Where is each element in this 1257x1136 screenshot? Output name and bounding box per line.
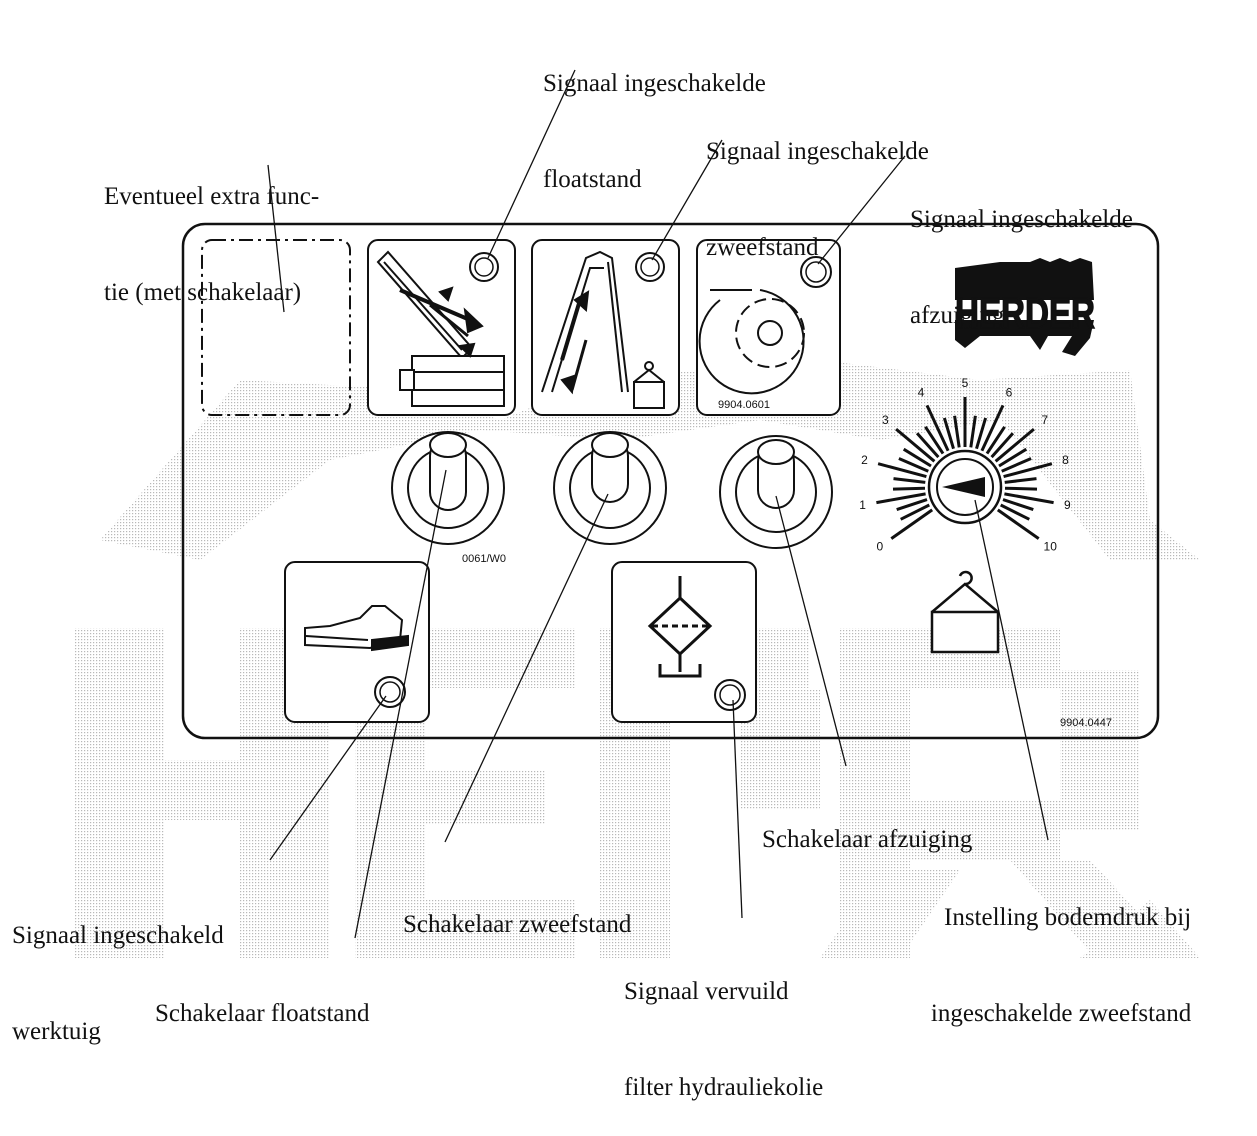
dial-number: 2 — [861, 453, 868, 467]
dial-tick — [980, 404, 1005, 452]
dial-tick — [895, 427, 936, 463]
dial-number: 4 — [918, 386, 925, 400]
dial-tick — [896, 498, 928, 512]
callout-line: ingeschakelde zweefstand — [930, 1000, 1192, 1027]
dial-tick — [924, 425, 945, 455]
dial-number: 7 — [1041, 413, 1048, 427]
dial-number: 3 — [882, 413, 889, 427]
callout-line: Signaal vervuild — [624, 978, 789, 1005]
dial-number: 10 — [1044, 540, 1058, 554]
control-panel-diagram: 9904.0601 HERDER 0061/W0 0 1 2 3 4 5 6 7 8 9 10 — [75, 69, 1200, 958]
dial-tick — [925, 404, 950, 452]
dial-tick — [994, 427, 1035, 463]
dial-tick — [915, 432, 940, 459]
callout-line: Eventueel extra func- — [104, 183, 320, 210]
dial-tick — [902, 447, 932, 468]
dial-number: 6 — [1006, 386, 1013, 400]
callout-extra-function: Eventueel extra func- tie (met schakelaa… — [104, 117, 319, 341]
callout-line: tie (met schakelaar) — [104, 279, 302, 306]
dial-tick — [876, 492, 926, 505]
dial-tick — [1002, 498, 1034, 512]
dial-tick — [942, 417, 955, 450]
herder-logo: HERDER — [954, 258, 1096, 356]
dial-number: 5 — [962, 376, 969, 390]
callout-line: zweefstand — [706, 234, 819, 261]
dial-number: 9 — [1064, 498, 1071, 512]
hover-toggle-switch[interactable] — [553, 431, 667, 545]
callout-line: afzuiging — [910, 302, 1005, 329]
dial-tick — [1004, 477, 1037, 484]
dial-tick — [892, 486, 926, 491]
pressure-dial-scale — [876, 397, 1054, 540]
dial-tick — [1004, 492, 1054, 505]
suction-indicator-panel: 9904.0601 — [696, 239, 841, 416]
tool-indicator-panel — [284, 561, 430, 723]
toggle-code: 0061/W0 — [462, 553, 506, 565]
pressure-dial-numbers: 0 1 2 3 4 5 6 7 8 9 10 — [859, 376, 1071, 554]
pressure-dial-knob[interactable] — [927, 449, 1003, 525]
callout-line: Schakelaar floatstand — [155, 1000, 370, 1027]
callout-float-switch: Schakelaar floatstand — [155, 934, 370, 1062]
dial-tick — [985, 425, 1006, 455]
dial-tick — [893, 477, 926, 484]
callout-suction-switch: Schakelaar afzuiging — [762, 760, 972, 888]
dial-tick — [1004, 486, 1038, 491]
dial-number: 1 — [859, 498, 866, 512]
float-toggle-switch[interactable] — [391, 431, 505, 545]
dial-number: 0 — [876, 540, 883, 554]
weight-icon — [930, 570, 1000, 654]
dial-tick — [900, 503, 930, 521]
callout-suction-signal: Signaal ingeschakelde afzuiging — [910, 140, 1133, 364]
suction-toggle-switch[interactable] — [719, 435, 833, 549]
dial-tick — [877, 462, 927, 479]
boom-hover-icon — [541, 250, 665, 409]
shoe-tool-icon — [304, 605, 409, 652]
callout-line: Signaal ingeschakelde — [543, 70, 766, 97]
suction-plate-code: 9904.0601 — [718, 399, 770, 411]
boom-float-icon — [376, 250, 505, 407]
filter-indicator-panel — [611, 561, 757, 723]
float-signal-lamp — [469, 252, 499, 282]
callout-line: floatstand — [543, 166, 642, 193]
float-indicator-panel — [367, 239, 516, 416]
callout-float-signal: Signaal ingeschakelde floatstand — [543, 4, 766, 228]
dial-number: 8 — [1062, 453, 1069, 467]
hover-indicator-panel — [531, 239, 680, 416]
dial-tick — [1000, 503, 1030, 521]
suction-fan-icon — [698, 289, 805, 395]
callout-line: Schakelaar afzuiging — [762, 826, 973, 853]
callout-line: Signaal ingeschakelde — [706, 138, 929, 165]
panel-outline — [181, 222, 1160, 740]
callout-ground-pressure: Instelling bodemdruk bij ingeschakelde z… — [930, 838, 1191, 1062]
callout-hover-signal: Signaal ingeschakelde zweefstand — [706, 72, 929, 296]
panel-code: 9904.0447 — [1060, 717, 1112, 729]
callout-filter-signal: Signaal vervuild filter hydrauliekolie — [624, 912, 823, 1136]
callout-leader-lines — [267, 69, 1049, 939]
callout-line: Instelling bodemdruk bij — [944, 904, 1192, 931]
dial-tick — [996, 508, 1040, 540]
callout-hover-switch: Schakelaar zweefstand — [403, 845, 631, 973]
dial-tick — [998, 447, 1028, 468]
dial-tick — [890, 508, 934, 540]
callout-line: Signaal ingeschakelde — [910, 206, 1133, 233]
dial-tick — [953, 415, 961, 448]
dial-tick — [1001, 457, 1032, 473]
hover-signal-lamp — [635, 252, 665, 282]
dial-tick — [990, 432, 1015, 459]
dial-tick — [898, 457, 929, 473]
dial-tick — [975, 417, 988, 450]
hydraulic-filter-icon — [647, 576, 713, 678]
svg-text:HERDER: HERDER — [955, 289, 1095, 338]
callout-line: Schakelaar zweefstand — [403, 911, 632, 938]
dial-tick — [969, 415, 977, 448]
dial-tick — [1003, 462, 1053, 479]
callout-line: filter hydrauliekolie — [624, 1074, 824, 1101]
callout-line: Signaal ingeschakeld — [12, 922, 224, 949]
